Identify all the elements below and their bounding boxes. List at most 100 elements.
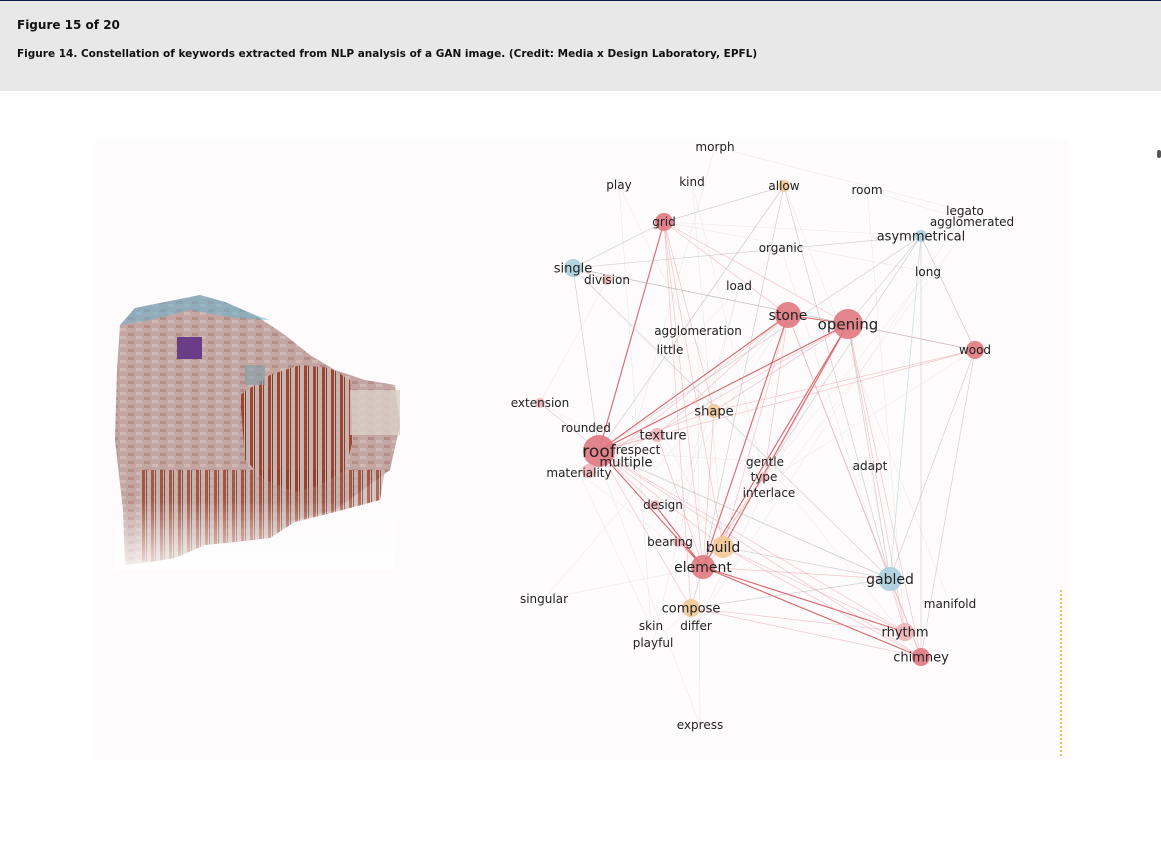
node-roof bbox=[583, 435, 615, 467]
edge-opening-grid bbox=[663, 221, 849, 325]
node-label-gabled: gabled bbox=[866, 572, 914, 588]
edge-faint bbox=[669, 349, 976, 543]
edge-faint bbox=[578, 472, 652, 627]
edge-faint bbox=[662, 434, 724, 548]
node-wood bbox=[966, 341, 984, 359]
edge-faint bbox=[866, 189, 973, 223]
edge-faint bbox=[691, 181, 765, 478]
edge-type-element bbox=[702, 476, 765, 568]
node-compose bbox=[682, 599, 700, 617]
node-allow bbox=[778, 180, 790, 192]
node-division bbox=[602, 275, 612, 285]
edge-faint bbox=[585, 427, 701, 726]
edge-asymmetrical-element bbox=[702, 235, 922, 568]
edge-faint bbox=[691, 181, 724, 548]
node-label-asymmetrical: asymmetrical bbox=[877, 230, 966, 245]
node-label-room: room bbox=[851, 183, 882, 197]
edge-faint bbox=[714, 146, 966, 212]
node-label-singular: singular bbox=[520, 592, 568, 606]
edge-opening-element bbox=[702, 323, 849, 568]
edge-faint bbox=[625, 146, 716, 463]
edge-compose-rhythm bbox=[690, 607, 906, 633]
edge-element-rhythm bbox=[702, 566, 906, 633]
edge-faint bbox=[543, 314, 789, 600]
edge-stone-grid bbox=[663, 221, 789, 316]
node-label-build: build bbox=[706, 540, 740, 556]
node-build bbox=[712, 536, 734, 558]
node-materiality bbox=[582, 464, 596, 478]
edge-gabled-single bbox=[572, 267, 891, 580]
node-label-division: division bbox=[584, 273, 630, 287]
edge-compose-chimney bbox=[690, 607, 922, 658]
node-gabled bbox=[878, 567, 902, 591]
edge-roof-opening bbox=[598, 323, 849, 452]
edge-faint bbox=[663, 221, 922, 237]
node-label-materiality: materiality bbox=[546, 466, 611, 480]
nodes-layer bbox=[535, 180, 984, 666]
edge-roof-compose bbox=[598, 450, 692, 609]
edge-grid-single bbox=[572, 221, 665, 269]
edge-faint bbox=[663, 221, 929, 273]
node-label-design: design bbox=[643, 498, 683, 512]
edge-shape-element bbox=[702, 410, 715, 568]
gan-house-image bbox=[115, 295, 400, 570]
node-label-stone: stone bbox=[769, 308, 808, 324]
edge-element-texture bbox=[656, 434, 704, 568]
edge-faint bbox=[695, 323, 849, 627]
node-chimney bbox=[912, 648, 930, 666]
edge-grid-shape bbox=[663, 221, 715, 412]
figure-caption: Figure 14. Constellation of keywords ext… bbox=[17, 48, 758, 60]
edge-faint bbox=[697, 247, 782, 332]
node-shape bbox=[707, 404, 721, 418]
edge-faint bbox=[578, 472, 704, 568]
node-label-roof: roof bbox=[582, 442, 616, 462]
edge-opening-type bbox=[763, 323, 849, 478]
edge-roof-single bbox=[572, 267, 600, 452]
edge-faint bbox=[543, 566, 704, 600]
node-label-rhythm: rhythm bbox=[881, 626, 928, 641]
node-label-interlace: interlace bbox=[743, 486, 796, 500]
edge-element-grid bbox=[663, 221, 704, 568]
node-label-legato: legato bbox=[946, 204, 984, 218]
edge-faint bbox=[539, 279, 608, 404]
node-label-element: element bbox=[674, 560, 732, 576]
edge-wood-asymmetrical bbox=[920, 235, 976, 351]
edge-roof-gabled bbox=[598, 450, 891, 580]
edge-roof-rhythm bbox=[598, 450, 906, 633]
edge-design-element bbox=[654, 504, 704, 568]
node-opening bbox=[833, 309, 863, 339]
edge-single-asymmetrical bbox=[572, 235, 922, 269]
edge-faint bbox=[618, 184, 770, 494]
edge-gabled-chimney bbox=[889, 578, 922, 658]
edge-roof-grid bbox=[598, 221, 665, 452]
node-design bbox=[650, 500, 660, 510]
edge-single-wood bbox=[572, 267, 976, 351]
edge-grid-allow bbox=[663, 185, 785, 223]
edge-stone-type bbox=[763, 314, 789, 478]
node-label-organic: organic bbox=[759, 241, 804, 255]
node-label-shape: shape bbox=[694, 405, 733, 420]
edge-faint bbox=[768, 221, 973, 494]
edge-roof-asymmetrical bbox=[598, 235, 922, 452]
edge-element-gabled bbox=[702, 566, 891, 580]
edge-gabled-wood bbox=[889, 349, 976, 580]
node-texture bbox=[650, 428, 664, 442]
node-label-extension: extension bbox=[511, 396, 570, 410]
node-label-differ: differ bbox=[680, 619, 712, 633]
edge-gabled-compose bbox=[690, 578, 891, 609]
node-single bbox=[564, 259, 582, 277]
node-label-skin: skin bbox=[639, 619, 663, 633]
edge-opening-asymmetrical bbox=[847, 235, 922, 325]
edge-grid-compose bbox=[663, 221, 692, 609]
node-label-agglomeration: agglomeration bbox=[654, 324, 742, 338]
node-label-morph: morph bbox=[695, 140, 734, 154]
edge-faint bbox=[652, 285, 740, 644]
edge-faint bbox=[763, 271, 929, 478]
edge-roof-element bbox=[598, 450, 704, 568]
node-label-gentle: gentle bbox=[746, 455, 784, 469]
node-label-long: long bbox=[915, 265, 941, 279]
edge-faint bbox=[598, 450, 766, 463]
edge-opening-shape bbox=[713, 323, 849, 412]
node-label-texture: texture bbox=[640, 429, 687, 444]
